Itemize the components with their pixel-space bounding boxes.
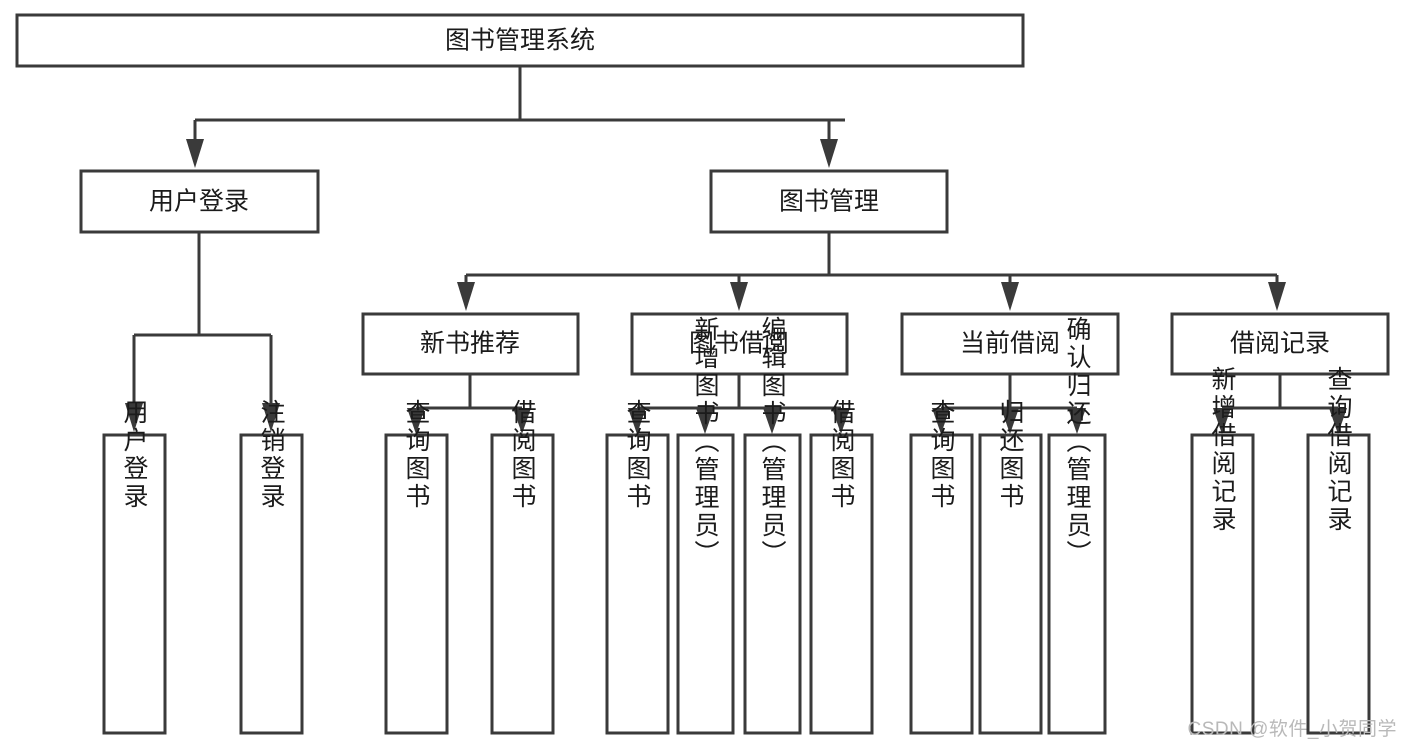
connector-bookmgmt-to-level3 <box>457 232 1286 311</box>
connector-newbook-to-leaves <box>407 374 531 434</box>
leaf-newbook-query[interactable]: 查询图书 <box>384 399 449 735</box>
node-current-borrow[interactable]: 当前借阅 <box>900 312 1120 376</box>
leaf-record-add[interactable]: 新增借阅记录 <box>1190 366 1255 735</box>
leaf-user-login-login-label: 用户登录 <box>120 399 149 511</box>
leaf-current-query[interactable]: 查询图书 <box>909 399 974 735</box>
leaf-newbook-borrow-label: 借阅图书 <box>508 399 537 511</box>
leaf-user-login-logout-label: 注销登录 <box>257 399 286 511</box>
node-user-login-label: 用户登录 <box>149 188 249 216</box>
leaf-borrow-borrow-book-label: 借阅图书 <box>827 399 856 511</box>
leaf-current-confirm-return-label: 确认归还（管理员） <box>1063 316 1092 568</box>
leaf-user-login-login[interactable]: 用户登录 <box>102 399 167 735</box>
node-book-borrow-label: 图书借阅 <box>689 330 789 358</box>
node-user-login[interactable]: 用户登录 <box>79 169 320 234</box>
node-borrow-record-label: 借阅记录 <box>1230 330 1330 358</box>
leaf-borrow-edit-book-label: 编辑图书（管理员） <box>758 316 787 568</box>
node-borrow-record[interactable]: 借阅记录 <box>1170 312 1390 376</box>
leaf-borrow-query[interactable]: 查询图书 <box>605 399 670 735</box>
connector-root-to-level2 <box>186 66 845 168</box>
leaf-newbook-query-label: 查询图书 <box>402 399 431 511</box>
leaf-current-confirm-return[interactable]: 确认归还（管理员） <box>1047 316 1107 735</box>
connector-bookborrow-to-leaves <box>628 374 850 434</box>
connector-borrowrecord-to-leaves <box>1213 374 1347 434</box>
node-book-borrow[interactable]: 图书借阅 <box>630 312 849 376</box>
leaf-newbook-borrow[interactable]: 借阅图书 <box>490 399 555 735</box>
leaf-borrow-add-book-label: 新增图书（管理员） <box>691 316 720 568</box>
leaf-borrow-edit-book[interactable]: 编辑图书（管理员） <box>743 316 802 735</box>
node-current-borrow-label: 当前借阅 <box>960 330 1060 358</box>
leaf-record-add-label: 新增借阅记录 <box>1208 366 1237 534</box>
leaf-borrow-borrow-book[interactable]: 借阅图书 <box>809 399 874 735</box>
leaf-current-return-label: 归还图书 <box>996 399 1025 511</box>
leaf-current-return[interactable]: 归还图书 <box>978 399 1043 735</box>
leaf-current-query-label: 查询图书 <box>927 399 956 511</box>
node-root-system-label: 图书管理系统 <box>445 27 595 55</box>
node-new-book-recommend-label: 新书推荐 <box>420 330 520 358</box>
connector-currentborrow-to-leaves <box>932 374 1086 434</box>
node-book-management[interactable]: 图书管理 <box>709 169 949 234</box>
csdn-watermark: CSDN @软件_小贺同学 <box>1187 719 1397 740</box>
leaf-record-query[interactable]: 查询借阅记录 <box>1306 366 1371 735</box>
leaf-borrow-add-book[interactable]: 新增图书（管理员） <box>676 316 735 735</box>
connector-userlogin-to-leaves <box>125 232 280 432</box>
leaf-record-query-label: 查询借阅记录 <box>1324 366 1353 534</box>
leaf-borrow-query-label: 查询图书 <box>623 399 652 511</box>
leaf-user-login-logout[interactable]: 注销登录 <box>239 399 304 735</box>
node-new-book-recommend[interactable]: 新书推荐 <box>361 312 580 376</box>
node-book-management-label: 图书管理 <box>779 188 879 216</box>
node-root-system[interactable]: 图书管理系统 <box>15 13 1025 68</box>
